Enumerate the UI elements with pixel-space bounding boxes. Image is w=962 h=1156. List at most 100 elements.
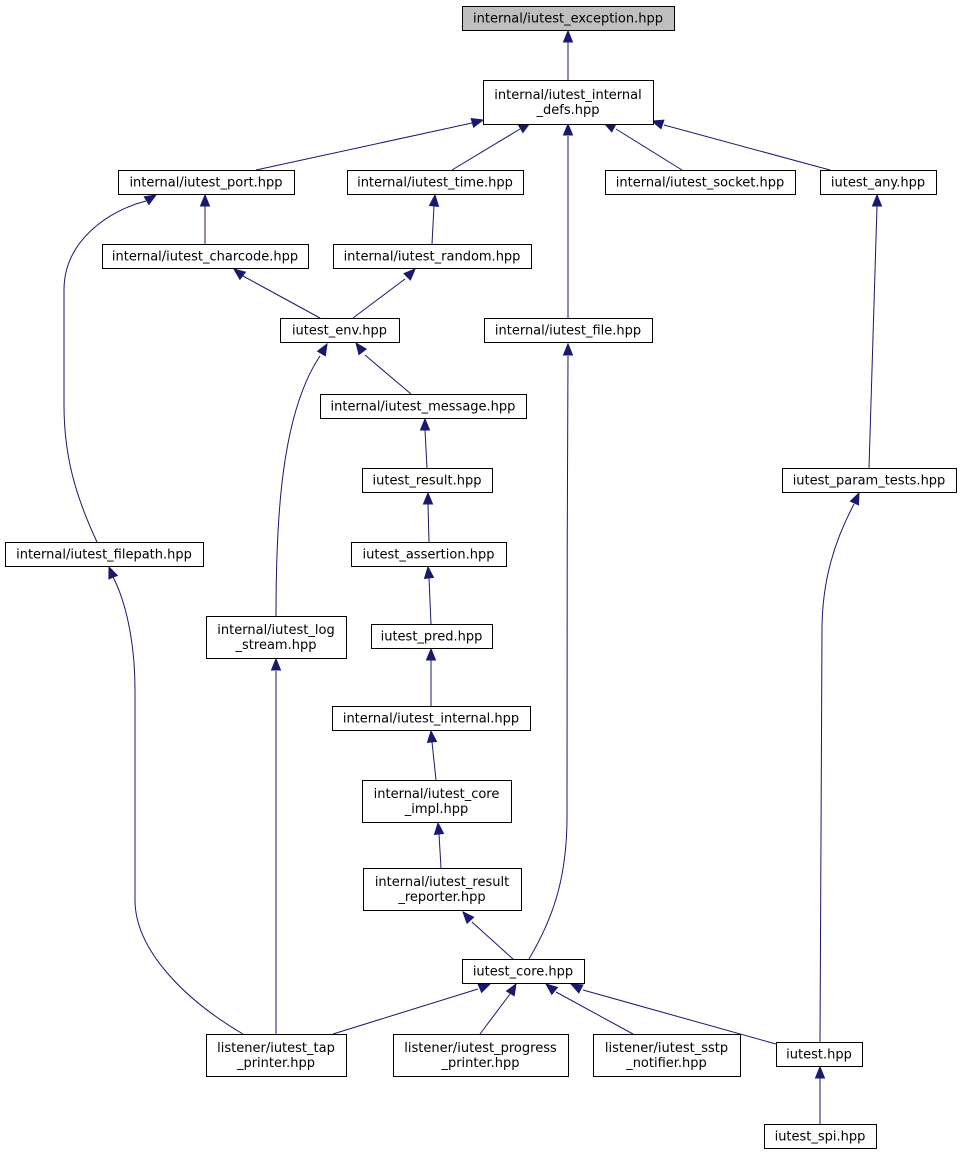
node-time[interactable]: internal/iutest_time.hpp xyxy=(347,170,524,195)
node-box xyxy=(320,394,527,419)
node-label: iutest_env.hpp xyxy=(292,324,387,339)
node-env[interactable]: iutest_env.hpp xyxy=(280,318,400,343)
edge-line xyxy=(479,993,511,1035)
edge-line xyxy=(663,124,831,171)
arrowhead-icon xyxy=(422,491,434,505)
node-internal[interactable]: internal/iutest_internal.hpp xyxy=(332,706,531,731)
node-box xyxy=(351,542,507,567)
nodes-layer: internal/iutest_exception.hpp internal/iu… xyxy=(5,6,957,1149)
arrowhead-icon xyxy=(423,565,435,579)
node-box xyxy=(605,170,796,195)
edge-tap_printer-to-core xyxy=(332,983,492,1035)
node-assertion[interactable]: iutest_assertion.hpp xyxy=(351,542,507,567)
edge-tap_printer-to-filepath xyxy=(108,565,244,1035)
arrowhead-icon xyxy=(569,983,584,994)
node-box xyxy=(782,468,957,493)
node-label: internal/iutest_socket.hpp xyxy=(616,176,785,191)
edge-internal_defs-to-exception xyxy=(562,29,574,80)
node-box xyxy=(820,170,937,195)
node-param-tests[interactable]: iutest_param_tests.hpp xyxy=(782,468,957,493)
node-iutest[interactable]: iutest.hpp xyxy=(776,1042,863,1067)
node-label: iutest_any.hpp xyxy=(831,176,925,191)
node-box xyxy=(206,1034,347,1077)
node-pred[interactable]: iutest_pred.hpp xyxy=(371,624,493,649)
node-exception: internal/iutest_exception.hpp xyxy=(462,6,675,31)
node-any[interactable]: iutest_any.hpp xyxy=(820,170,937,195)
node-message[interactable]: internal/iutest_message.hpp xyxy=(320,394,527,419)
node-core[interactable]: iutest_core.hpp xyxy=(462,959,585,984)
arrowhead-icon xyxy=(814,1065,826,1079)
arrowhead-icon xyxy=(232,268,247,281)
node-box xyxy=(332,706,531,731)
node-result-reporter[interactable]: internal/iutest_result_reporter.hpp xyxy=(363,868,522,911)
arrowhead-icon xyxy=(544,983,559,996)
node-filepath[interactable]: internal/iutest_filepath.hpp xyxy=(5,542,204,567)
node-label: internal/iutest_result xyxy=(375,875,509,890)
node-sstp-notifier[interactable]: listener/iutest_sstp_notifier.hpp xyxy=(593,1034,741,1077)
edge-param_tests-to-any xyxy=(868,193,883,469)
edge-core-to-result_reporter xyxy=(462,911,514,960)
node-label: iutest_result.hpp xyxy=(373,474,482,489)
node-port[interactable]: internal/iutest_port.hpp xyxy=(118,170,295,195)
node-box xyxy=(333,244,532,269)
edge-spi-to-iutest xyxy=(814,1065,826,1124)
node-internal-defs[interactable]: internal/iutest_internal_defs.hpp xyxy=(483,80,654,125)
node-socket[interactable]: internal/iutest_socket.hpp xyxy=(605,170,796,195)
edge-line xyxy=(528,355,569,960)
edge-core_impl-to-internal xyxy=(426,729,438,781)
node-box xyxy=(206,616,347,659)
node-box xyxy=(462,6,675,31)
edge-socket-to-internal_defs xyxy=(602,122,683,171)
node-box xyxy=(462,959,585,984)
edge-line xyxy=(332,988,479,1035)
node-file[interactable]: internal/iutest_file.hpp xyxy=(484,318,653,343)
arrowhead-icon xyxy=(650,119,665,130)
node-charcode[interactable]: internal/iutest_charcode.hpp xyxy=(102,244,309,269)
arrowhead-icon xyxy=(470,118,485,129)
arrowhead-icon xyxy=(316,342,328,357)
node-label: internal/iutest_port.hpp xyxy=(129,176,282,191)
edge-pred-to-assertion xyxy=(423,565,435,625)
arrowhead-icon xyxy=(871,193,883,207)
node-label: iutest_core.hpp xyxy=(473,965,573,980)
edge-log_stream-to-env xyxy=(275,342,328,617)
arrowhead-icon xyxy=(849,491,860,506)
edge-result-to-message xyxy=(419,417,431,469)
node-progress-printer[interactable]: listener/iutest_progress_printer.hpp xyxy=(393,1034,569,1077)
node-result[interactable]: iutest_result.hpp xyxy=(362,468,493,493)
node-label: _impl.hpp xyxy=(404,802,469,817)
node-label: listener/iutest_progress xyxy=(404,1041,557,1056)
node-label: _notifier.hpp xyxy=(625,1056,707,1071)
arrowhead-icon xyxy=(270,657,282,671)
node-label: _printer.hpp xyxy=(440,1056,519,1071)
edge-line xyxy=(431,741,437,781)
node-spi[interactable]: iutest_spi.hpp xyxy=(764,1124,877,1149)
edge-line xyxy=(112,576,244,1035)
arrowhead-icon xyxy=(433,821,445,835)
node-log-stream[interactable]: internal/iutest_log_stream.hpp xyxy=(206,616,347,659)
node-label: internal/iutest_charcode.hpp xyxy=(112,250,298,265)
node-box xyxy=(776,1042,863,1067)
node-box xyxy=(483,80,654,125)
edge-line xyxy=(275,355,321,617)
edge-iutest-to-core xyxy=(569,983,777,1045)
node-tap-printer[interactable]: listener/iutest_tap_printer.hpp xyxy=(206,1034,347,1077)
edge-any-to-internal_defs xyxy=(650,119,831,171)
arrowhead-icon xyxy=(428,193,440,207)
node-core-impl[interactable]: internal/iutest_core_impl.hpp xyxy=(362,780,512,823)
arrowhead-icon xyxy=(419,417,431,431)
edge-sstp_notifier-to-core xyxy=(544,983,634,1035)
node-box xyxy=(484,318,653,343)
node-box xyxy=(5,542,204,567)
edge-line xyxy=(364,354,412,395)
node-label: listener/iutest_sstp xyxy=(605,1041,728,1056)
node-random[interactable]: internal/iutest_random.hpp xyxy=(333,244,532,269)
node-label: internal/iutest_log xyxy=(217,623,334,638)
arrowhead-icon xyxy=(477,983,492,994)
node-label: internal/iutest_filepath.hpp xyxy=(16,548,192,563)
edge-line xyxy=(615,128,683,171)
edge-line xyxy=(63,200,147,543)
arrowhead-icon xyxy=(426,729,438,743)
edge-env-to-charcode xyxy=(232,268,321,319)
